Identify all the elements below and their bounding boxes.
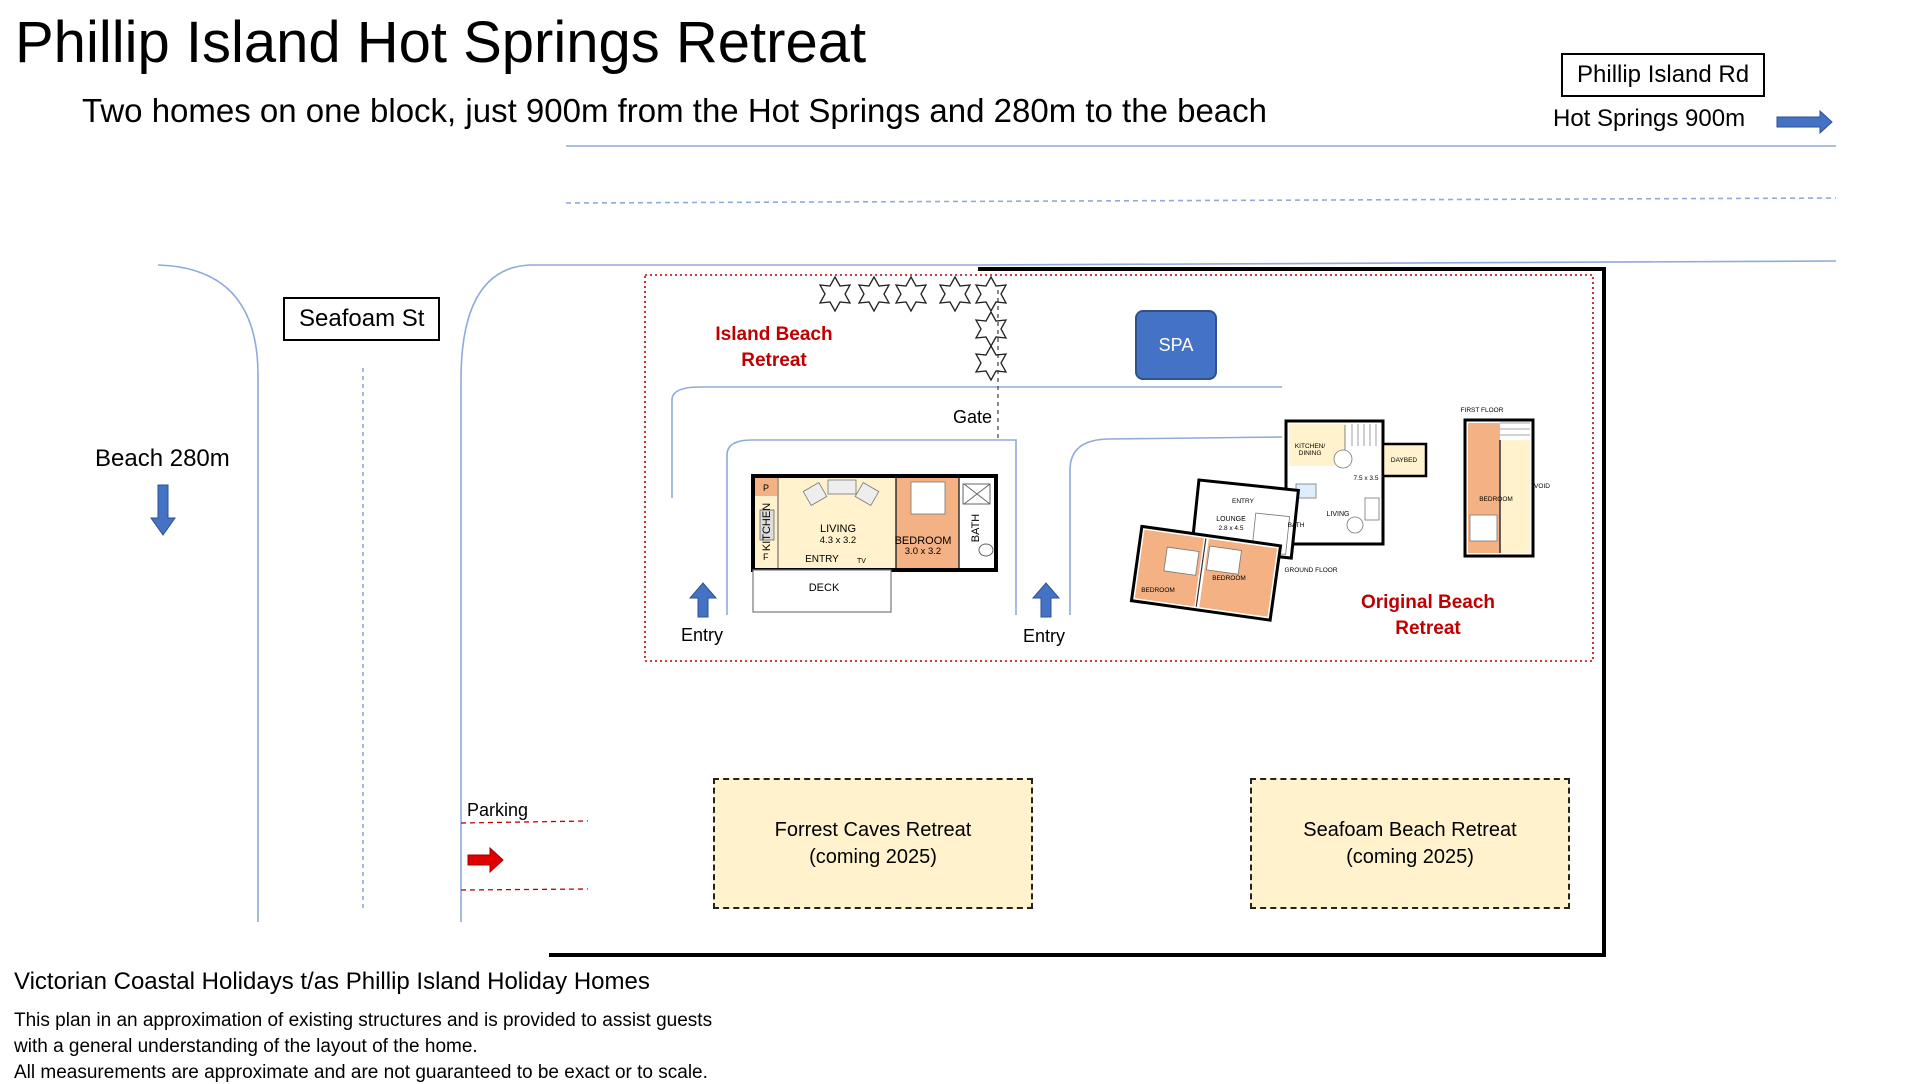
kitchen-dining-label: KITCHEN/DINING	[1295, 443, 1326, 457]
disclaimer-line-1: This plan in an approximation of existin…	[14, 1010, 713, 1031]
seafoam-beach-lot: Seafoam Beach Retreat (coming 2025)	[1250, 778, 1570, 909]
entry-right-arrow-icon	[1031, 582, 1061, 618]
disclaimer-line-3: All measurements are approximate and are…	[14, 1062, 708, 1083]
entry-small-label: ENTRY	[1232, 498, 1255, 505]
tree-icon	[974, 344, 1008, 382]
property-boundary	[549, 267, 1606, 957]
page-title: Phillip Island Hot Springs Retreat	[15, 10, 867, 75]
lounge-label: LOUNGE	[1216, 516, 1246, 523]
ff-bedroom-label: BEDROOM	[1479, 496, 1513, 503]
bath-label: BATH	[970, 514, 982, 543]
entry-right-label: Entry	[1022, 626, 1066, 646]
original-beach-retreat-label: Original Beach Retreat	[1360, 592, 1496, 639]
lounge-size-label: 2.8 x 4.5	[1219, 525, 1244, 532]
f-label: F	[763, 552, 769, 562]
entry-left-label: Entry	[680, 625, 724, 645]
bedroom2-label: BEDROOM	[1212, 575, 1246, 582]
tree-icon	[974, 275, 1008, 313]
island-beach-retreat-label: Island Beach Retreat	[715, 324, 833, 371]
tree-icon	[938, 275, 972, 313]
tv-label: TV	[857, 558, 866, 565]
first-floor-label: FIRST FLOOR	[1461, 407, 1504, 414]
seafoam-st-label: Seafoam St	[283, 297, 441, 341]
forrest-caves-label: Forrest Caves Retreat (coming 2025)	[774, 818, 972, 868]
original-plan-labels: KITCHEN/DINING DAYBED 7.5 x 3.5 ENTRY LO…	[1141, 407, 1550, 594]
tree-icon	[818, 275, 852, 313]
beach-label: Beach 280m	[95, 445, 230, 472]
road-lines	[157, 145, 1837, 922]
entry-left-arrow-icon	[688, 582, 718, 618]
page-subtitle: Two homes on one block, just 900m from t…	[82, 92, 1268, 129]
tree-icon	[857, 275, 891, 313]
living-small-label: LIVING	[1327, 511, 1350, 518]
parking-lines	[460, 820, 589, 891]
tree-icon	[974, 310, 1008, 348]
seafoam-beach-label: Seafoam Beach Retreat (coming 2025)	[1303, 818, 1517, 868]
void-label: VOID	[1534, 483, 1550, 490]
tree-icon	[894, 275, 928, 313]
entry-label: ENTRY	[805, 554, 839, 565]
hot-springs-label: Hot Springs 900m	[1553, 105, 1746, 132]
island-beach-floorplan	[751, 474, 998, 613]
living-label: LIVING	[820, 523, 856, 535]
ground-floor-label: GROUND FLOOR	[1284, 567, 1337, 574]
company-name: Victorian Coastal Holidays t/as Phillip …	[14, 968, 650, 995]
disclaimer-line-2: with a general understanding of the layo…	[14, 1036, 478, 1057]
parking-label: Parking	[467, 800, 529, 820]
living-size-label: 4.3 x 3.2	[820, 535, 856, 546]
kitchen-label: KITCHEN	[761, 503, 773, 551]
gate-label: Gate	[953, 407, 993, 427]
bedroom-size-label: 3.0 x 3.2	[905, 546, 941, 557]
bedroom-label: BEDROOM	[895, 535, 952, 547]
bath-small-label: BATH	[1288, 522, 1305, 529]
original-beach-floorplan	[1129, 418, 1535, 622]
bedroom1-label: BEDROOM	[1141, 587, 1175, 594]
deck-label: DECK	[809, 582, 840, 594]
phillip-island-rd-label: Phillip Island Rd	[1561, 53, 1766, 97]
hot-springs-arrow-icon	[1776, 109, 1833, 135]
size-75-label: 7.5 x 3.5	[1354, 475, 1379, 482]
site-boundary	[644, 274, 1594, 662]
daybed-label: DAYBED	[1391, 457, 1418, 464]
beach-arrow-icon	[150, 484, 176, 536]
p-label: P	[763, 483, 769, 493]
trees	[818, 275, 1008, 382]
forrest-caves-lot: Forrest Caves Retreat (coming 2025)	[713, 778, 1033, 909]
island-plan-labels: KITCHEN LIVING 4.3 x 3.2 BEDROOM 3.0 x 3…	[761, 483, 982, 594]
parking-arrow-icon	[467, 846, 504, 874]
spa: SPA	[1135, 310, 1217, 380]
